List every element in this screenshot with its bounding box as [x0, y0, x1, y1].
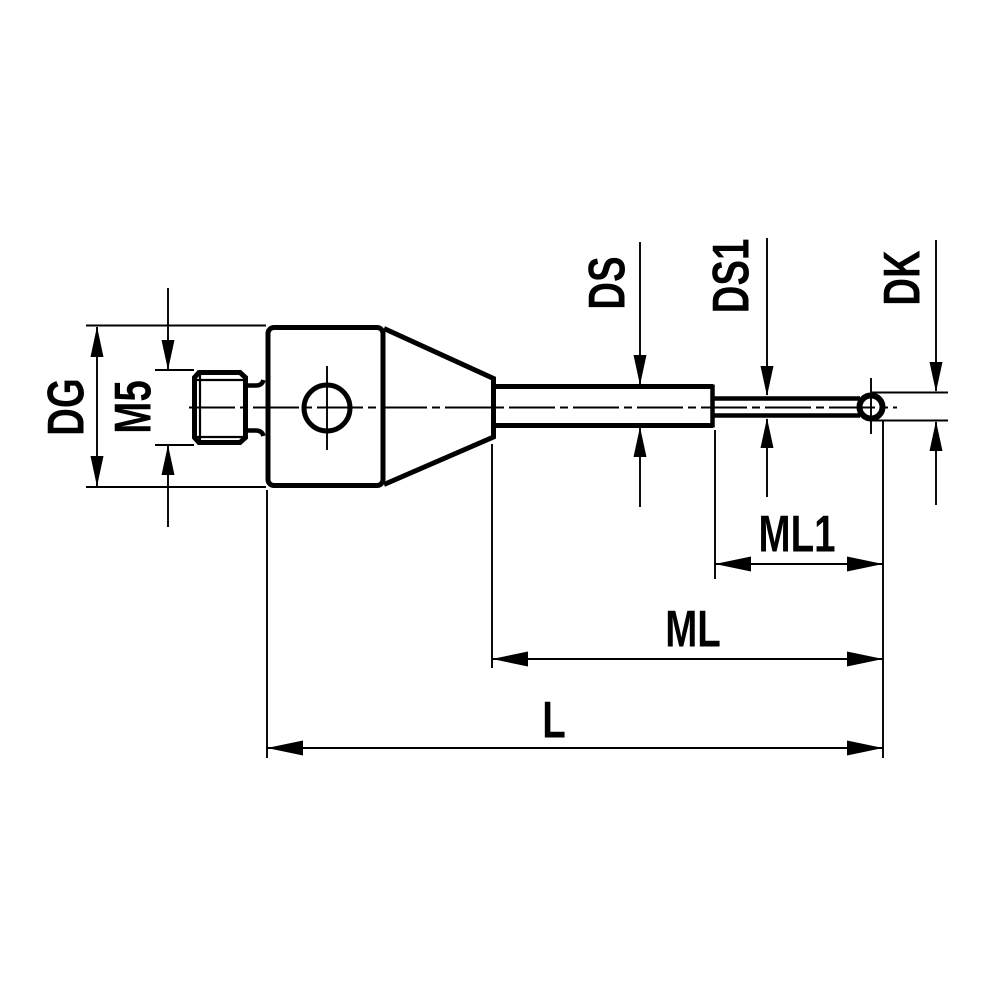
m5-arrow-down [161, 340, 175, 370]
label-ml: ML [665, 600, 721, 658]
dim-dk: DK [871, 240, 948, 505]
dim-ds1: DS1 [702, 238, 774, 497]
dim-ml: ML [491, 444, 883, 668]
label-dk: DK [873, 250, 931, 306]
ds-arrow-up [633, 427, 647, 457]
dim-m5: M5 [104, 288, 194, 527]
dg-arrow-down [90, 456, 104, 487]
ml1-arrow-left [715, 556, 751, 572]
label-ds1: DS1 [702, 239, 760, 314]
ml-arrow-left [492, 651, 528, 667]
label-l: L [542, 691, 566, 749]
ml1-arrow-right [847, 556, 883, 572]
thread-stud [192, 370, 248, 445]
stud-neck-bottom [245, 428, 266, 437]
ds1-arrow-up [760, 418, 774, 448]
centerlines [189, 366, 897, 450]
stud-neck-top [245, 379, 266, 388]
dim-dg: DG [37, 324, 266, 488]
label-ds: DS [578, 256, 636, 309]
ml-arrow-right [847, 651, 883, 667]
l-arrow-right [847, 740, 883, 756]
m5-arrow-up [161, 445, 175, 475]
dim-l: L [266, 421, 884, 758]
dk-arrow-up [929, 421, 943, 451]
part-geometry [192, 325, 886, 488]
label-m5: M5 [104, 380, 162, 433]
taper-cone [382, 326, 496, 487]
label-dg: DG [37, 378, 95, 436]
label-ml1: ML1 [759, 505, 836, 563]
dg-arrow-up [90, 326, 104, 357]
ds-arrow-down [633, 355, 647, 385]
ds1-arrow-down [760, 366, 774, 396]
probe-body [265, 325, 386, 488]
dim-ds: DS [578, 242, 647, 507]
l-arrow-left [267, 740, 303, 756]
dim-ml1: ML1 [714, 430, 883, 579]
dk-arrow-down [929, 362, 943, 392]
